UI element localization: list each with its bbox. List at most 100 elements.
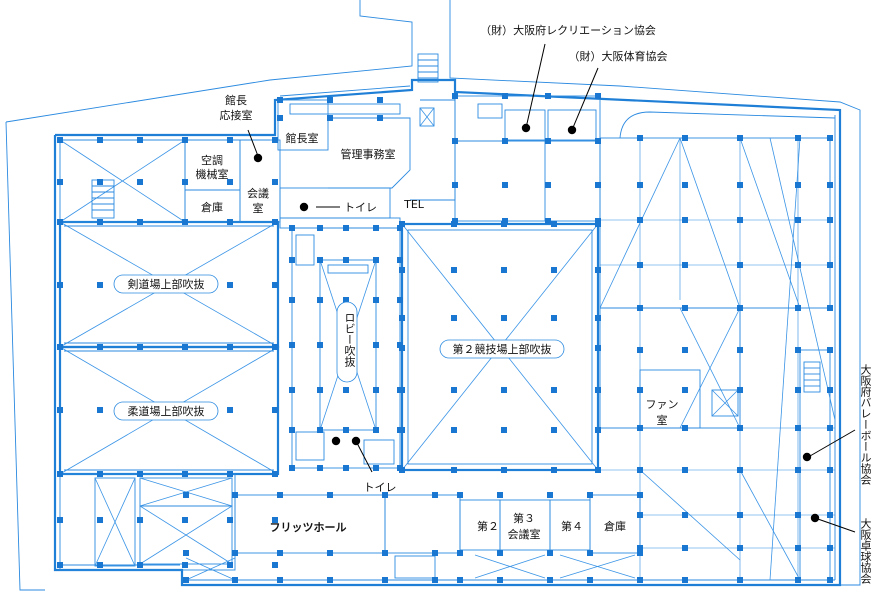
column: [227, 471, 233, 477]
column: [97, 471, 103, 477]
column: [182, 344, 188, 350]
column: [497, 492, 503, 498]
column: [682, 577, 688, 583]
column: [327, 550, 333, 556]
label-tel: TEL: [403, 198, 425, 211]
column: [637, 467, 643, 473]
column: [182, 562, 188, 568]
column: [551, 221, 557, 227]
column: [182, 179, 188, 185]
column: [343, 257, 349, 263]
column: [317, 297, 323, 303]
column: [682, 305, 688, 311]
column: [682, 262, 688, 268]
column: [502, 182, 508, 188]
column: [737, 512, 743, 518]
column: [97, 179, 103, 185]
column: [399, 267, 405, 273]
column: [795, 512, 801, 518]
label-kucho-1: 空調: [201, 153, 223, 167]
column: [182, 219, 188, 225]
column: [545, 138, 551, 144]
column: [289, 297, 295, 303]
column: [595, 427, 601, 433]
column: [373, 387, 379, 393]
column: [432, 577, 438, 583]
marker-toilet-lower-2: [351, 436, 361, 446]
label-fan-2: 室: [657, 413, 668, 427]
column: [497, 577, 503, 583]
column: [57, 344, 63, 350]
column: [737, 217, 743, 223]
column: [289, 257, 295, 263]
column: [502, 93, 508, 99]
label-dai3-1: 第３: [513, 511, 535, 525]
column: [327, 115, 333, 121]
column: [137, 517, 143, 523]
column: [232, 492, 238, 498]
column: [397, 257, 403, 263]
column: [57, 219, 63, 225]
column: [737, 262, 743, 268]
column: [317, 387, 323, 393]
column: [183, 492, 189, 498]
column: [289, 387, 295, 393]
column: [317, 342, 323, 348]
column: [827, 262, 833, 268]
upper-left-rooms: [59, 139, 281, 223]
column: [637, 577, 643, 583]
column: [373, 297, 379, 303]
column: [343, 387, 349, 393]
column: [737, 387, 743, 393]
column: [682, 512, 688, 518]
column: [795, 545, 801, 551]
building-outline: [53, 78, 842, 587]
column: [502, 138, 508, 144]
column: [501, 427, 507, 433]
column: [737, 545, 743, 551]
column: [399, 221, 405, 227]
column: [682, 217, 688, 223]
column: [795, 347, 801, 353]
column: [57, 562, 63, 568]
kendo-label: 剣道場上部吹抜: [113, 274, 219, 294]
column: [57, 282, 63, 288]
column: [397, 297, 403, 303]
column: [317, 225, 323, 231]
column: [452, 93, 458, 99]
column: [272, 517, 278, 523]
column: [682, 387, 688, 393]
column: [737, 425, 743, 431]
column: [377, 97, 383, 103]
column: [547, 577, 553, 583]
column: [57, 137, 63, 143]
column: [397, 225, 403, 231]
column: [551, 315, 557, 321]
column: [97, 562, 103, 568]
judo-label: 柔道場上部吹抜: [113, 401, 219, 421]
column: [737, 305, 743, 311]
column: [373, 257, 379, 263]
column: [682, 425, 688, 431]
column: [399, 315, 405, 321]
column: [682, 182, 688, 188]
column: [327, 492, 333, 498]
column: [545, 218, 551, 224]
column: [795, 467, 801, 473]
column: [382, 577, 388, 583]
column: [327, 97, 333, 103]
column: [97, 219, 103, 225]
label-kaigi-1: 会議: [247, 186, 269, 200]
column: [457, 492, 463, 498]
column: [587, 550, 593, 556]
column: [399, 427, 405, 433]
column: [637, 135, 643, 141]
column: [637, 512, 643, 518]
label-furitsu-hall: フリッツホール: [270, 521, 347, 534]
column: [795, 217, 801, 223]
column: [272, 137, 278, 143]
column: [373, 225, 379, 231]
column: [501, 267, 507, 273]
site-boundary: [5, 0, 861, 591]
label-fan-1: ファン: [646, 398, 679, 411]
